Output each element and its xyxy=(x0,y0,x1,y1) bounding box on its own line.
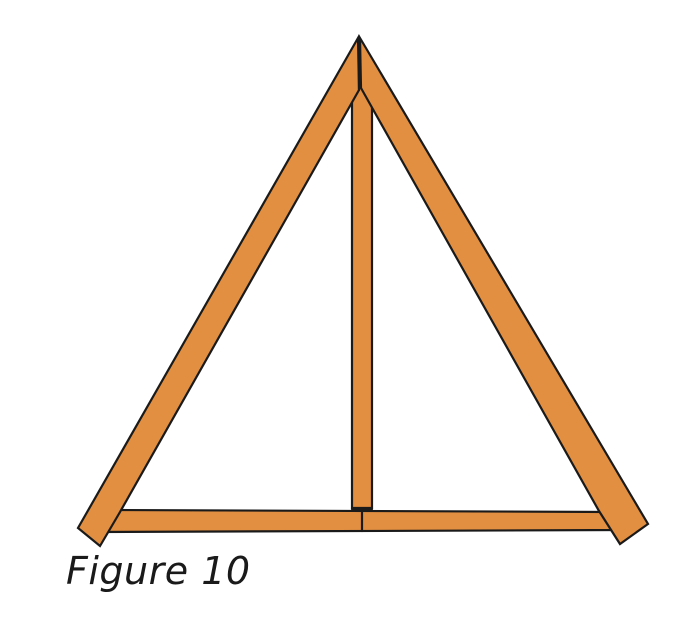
left-rafter xyxy=(76,33,361,548)
right-rafter xyxy=(358,33,650,546)
a-frame-truss xyxy=(76,33,650,548)
bottom-chord xyxy=(97,508,622,534)
king-post xyxy=(350,84,374,510)
figure-caption: Figure 10 xyxy=(66,549,251,593)
